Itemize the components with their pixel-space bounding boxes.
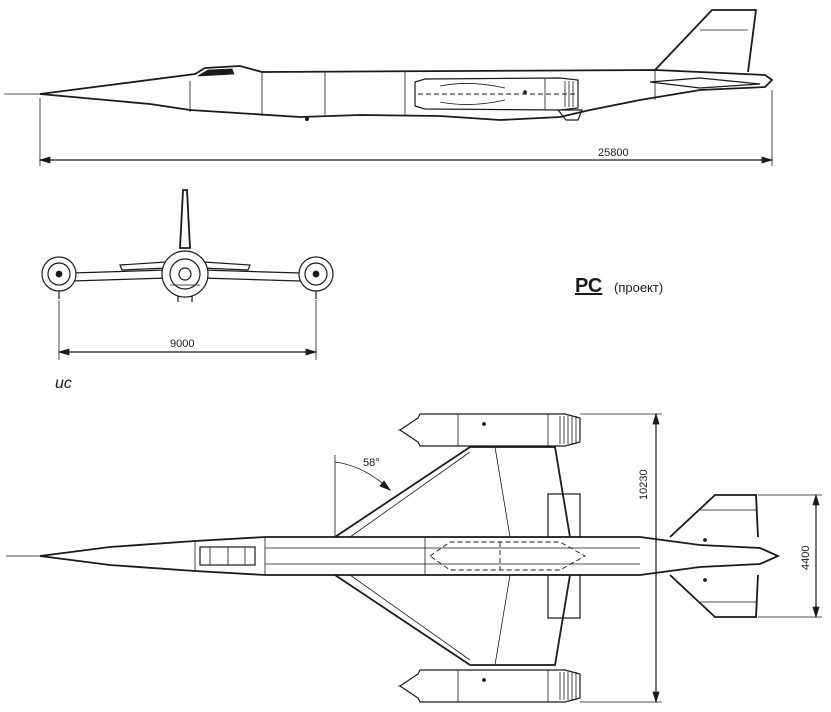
drawing-title: РС (проект): [575, 275, 663, 297]
project-note: (проект): [614, 280, 663, 295]
side-view: 25800: [4, 9, 774, 166]
top-span-dimension: 10230: [638, 469, 650, 500]
front-view: 9000 ис: [41, 189, 334, 392]
front-span-dimension: 9000: [170, 338, 194, 350]
upper-exhaust-hatching: [559, 416, 577, 444]
length-dimension: 25800: [598, 147, 629, 159]
artist-signature: ис: [55, 375, 72, 392]
side-exhaust-hatching: [564, 81, 574, 107]
lower-exhaust-hatching: [559, 672, 577, 700]
tail-span-dimension: 4400: [800, 546, 812, 570]
aircraft-designation: РС: [575, 275, 602, 297]
top-view: 58° 10230 4400: [6, 412, 822, 704]
sweep-angle-dimension: 58°: [363, 457, 380, 469]
